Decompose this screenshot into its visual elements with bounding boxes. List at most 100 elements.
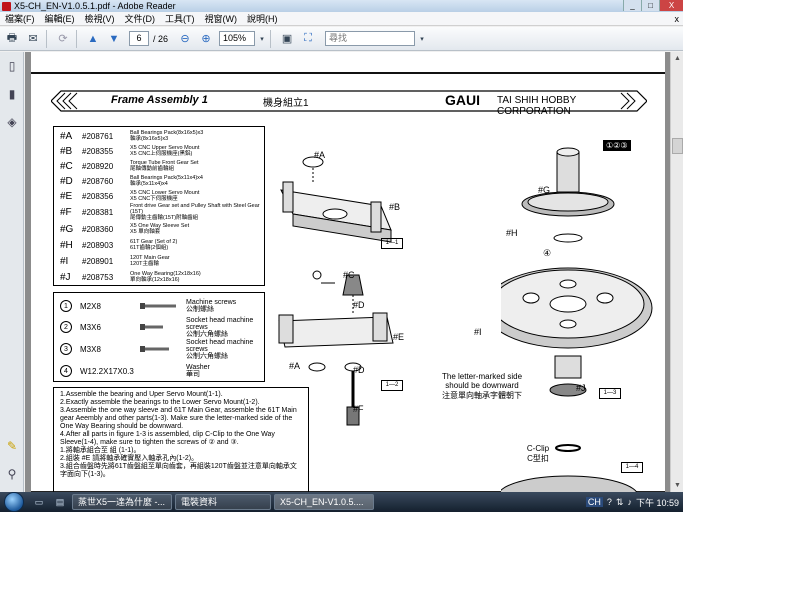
instruction-step: 2.Exactly assemble the bearings to the L… xyxy=(60,399,260,406)
toolbar-separator xyxy=(76,29,77,48)
scroll-thumb[interactable] xyxy=(672,138,683,154)
screw-index: 4 xyxy=(60,365,72,377)
fit-width-icon[interactable]: ⛶ xyxy=(304,32,312,44)
part-number: #208903 xyxy=(82,240,114,250)
network-icon[interactable]: ⇅ xyxy=(615,496,624,507)
instructions: 1.Assemble the bearing and Uper Servo Mo… xyxy=(53,387,309,492)
page-header: Frame Assembly 1 機身組立1 GAUI TAI SHIH HOB… xyxy=(51,90,647,117)
zoom-level-input[interactable]: 105% xyxy=(219,31,256,46)
section-title-cn: 機身組立1 xyxy=(263,98,309,109)
toolbar-separator xyxy=(46,29,47,48)
taskbar-item-reader[interactable]: X5-CH_EN-V1.0.5.... xyxy=(274,494,374,510)
zoom-out-icon[interactable]: ⊖ xyxy=(180,33,190,45)
screw-size: M2X8 xyxy=(80,301,101,311)
page-number-input[interactable]: 6 xyxy=(129,31,149,46)
step-number-label: ④ xyxy=(543,248,552,258)
bookmarks-icon[interactable]: ▮ xyxy=(8,87,16,101)
menu-document[interactable]: 文件(D) xyxy=(124,14,156,24)
toolbar-separator xyxy=(270,29,272,48)
show-desktop-icon[interactable]: ▭ xyxy=(34,496,44,507)
toolbar: 🖶 ✉ ⟳ ▲ ▼ 6 / 26 ⊖ ⊕ 105% ▾ ▣ ⛶ 尋找 ▾ xyxy=(0,27,683,51)
part-label: #C xyxy=(343,270,355,280)
menu-window[interactable]: 視窗(W) xyxy=(204,14,238,24)
parts-row: #J #208753 One Way Bearing(12x18x16)單向軸承… xyxy=(60,270,260,284)
close-button[interactable]: X xyxy=(659,0,683,11)
menu-help[interactable]: 說明(H) xyxy=(247,14,278,24)
taskbar-item-browser[interactable]: 蒸世X5一達為什麼 -... xyxy=(72,494,172,510)
menu-view[interactable]: 檢視(V) xyxy=(84,14,115,24)
taskbar-item-folder[interactable]: 電裝資料 xyxy=(175,494,271,510)
clock[interactable]: 下午 10:59 xyxy=(635,497,679,508)
part-tag: #G xyxy=(60,223,74,235)
part-number: #208356 xyxy=(82,191,114,201)
socket-screw-icon xyxy=(140,346,169,352)
part-desc: 61T Gear (Set of 2)61T齒輪(2個組) xyxy=(130,239,178,251)
part-desc: Front drive Gear set and Pulley Shaft wi… xyxy=(130,203,260,221)
cclip-note: C-Clip C型扣 xyxy=(526,444,550,463)
maximize-button[interactable]: □ xyxy=(641,0,659,11)
share-icon[interactable]: ✉ xyxy=(28,33,38,45)
next-page-icon[interactable]: ▼ xyxy=(108,32,120,45)
fit-page-icon[interactable]: ▣ xyxy=(281,33,293,45)
part-tag: #E xyxy=(60,190,73,202)
page-total: / 26 xyxy=(153,33,169,44)
explorer-icon[interactable]: ▤ xyxy=(55,496,65,507)
attachments-icon[interactable]: ⚲ xyxy=(7,467,17,481)
volume-icon[interactable]: ♪ xyxy=(627,497,632,507)
layers-icon[interactable]: ◈ xyxy=(7,115,17,129)
screw-size: M3X6 xyxy=(80,322,101,332)
search-input[interactable]: 尋找 xyxy=(325,31,416,46)
part-tag: #D xyxy=(60,175,73,187)
zoom-in-icon[interactable]: ⊕ xyxy=(201,33,211,45)
part-number: #208760 xyxy=(82,176,114,186)
part-tag: #F xyxy=(60,206,72,218)
help-icon[interactable]: ? xyxy=(606,497,612,507)
instruction-step-cn: 1.將軸承組合至 組 (1-1)。 xyxy=(60,447,141,454)
start-button[interactable] xyxy=(4,492,24,512)
title-bar: X5-CH_EN-V1.0.5.1.pdf - Adobe Reader _ □… xyxy=(0,0,683,12)
menu-file[interactable]: 檔案(F) xyxy=(5,14,35,24)
sync-icon[interactable]: ⟳ xyxy=(58,33,68,45)
taskbar: ▭ ▤ 蒸世X5一達為什麼 -... 電裝資料 X5-CH_EN-V1.0.5.… xyxy=(0,492,683,512)
screw-index-badge: ①②③ xyxy=(603,140,631,151)
corporation-name: TAI SHIH HOBBY CORPORATION xyxy=(497,95,577,117)
scroll-up-icon[interactable]: ▲ xyxy=(674,55,681,62)
parts-row: #H #208903 61T Gear (Set of 2)61T齒輪(2個組) xyxy=(60,238,260,252)
print-icon[interactable]: 🖶 xyxy=(6,32,18,44)
servo-mount-diagram xyxy=(280,156,392,243)
scroll-down-icon[interactable]: ▼ xyxy=(674,482,681,489)
zoom-dropdown-icon[interactable]: ▾ xyxy=(260,35,264,43)
part-label: #E xyxy=(393,332,405,342)
part-tag: #B xyxy=(60,145,73,157)
part-label: #H xyxy=(506,228,518,238)
pages-icon[interactable]: ▯ xyxy=(8,59,16,73)
part-label: #F xyxy=(353,404,364,414)
menu-edit[interactable]: 編輯(E) xyxy=(44,14,75,24)
search-dropdown-icon[interactable]: ▾ xyxy=(420,35,424,43)
window-controls: _ □ X xyxy=(623,0,683,11)
part-label: #J xyxy=(576,383,586,393)
lower-mount-diagram xyxy=(278,270,394,426)
instruction-step: 3.Assemble the one way sleeve and 61T Ma… xyxy=(60,407,297,430)
minimize-button[interactable]: _ xyxy=(623,0,641,11)
menu-tools[interactable]: 工具(T) xyxy=(165,14,195,24)
page-border xyxy=(31,72,665,74)
screw-size: M3X8 xyxy=(80,344,101,354)
close-document-button[interactable]: x xyxy=(674,13,680,24)
previous-page-icon[interactable]: ▲ xyxy=(87,32,99,45)
part-number: #208753 xyxy=(82,272,114,282)
comments-icon[interactable]: ✎ xyxy=(6,439,18,453)
vertical-scrollbar[interactable]: ▲ ▼ xyxy=(670,52,683,492)
language-indicator[interactable]: CH xyxy=(585,497,603,507)
bearing-note: The letter-marked side should be downwar… xyxy=(441,372,523,400)
brand-logo: GAUI xyxy=(445,92,480,108)
